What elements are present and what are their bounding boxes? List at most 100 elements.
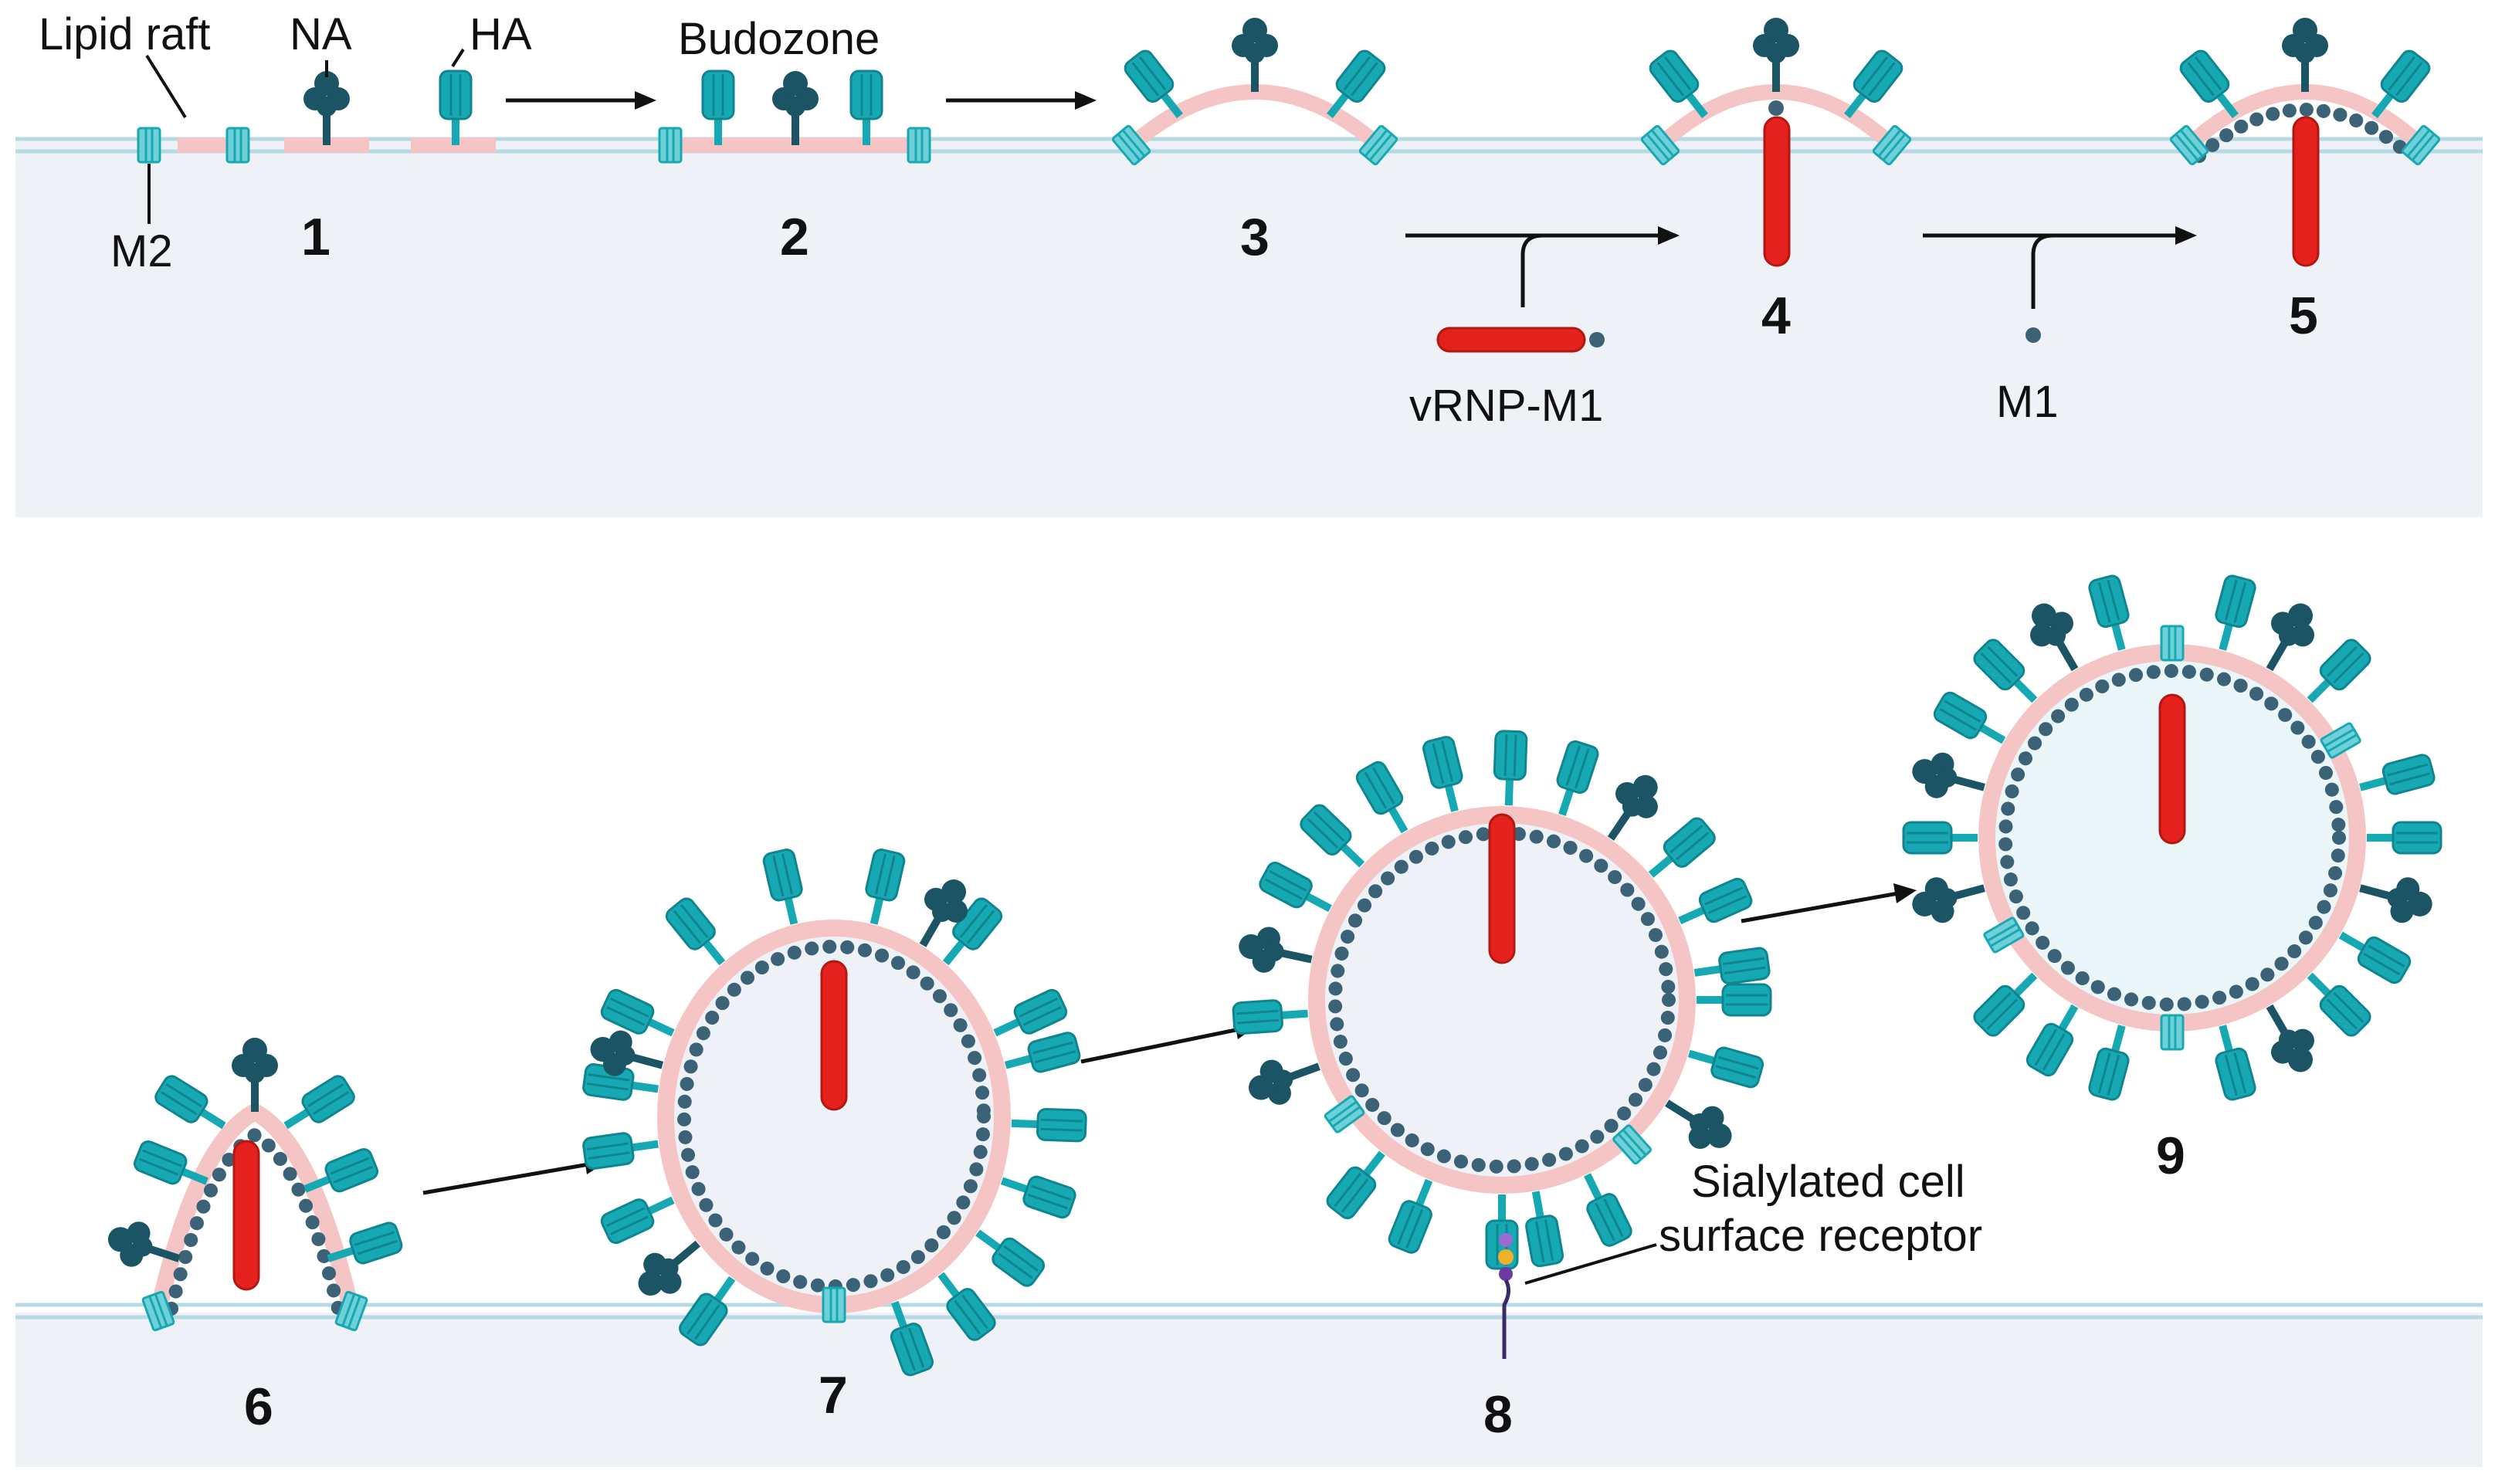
ha-spike	[2088, 574, 2137, 654]
ha-spike	[1641, 815, 1717, 886]
m2-label: M2	[110, 226, 173, 276]
vrnp-segment	[2158, 693, 2186, 845]
ha-spike	[1317, 48, 1388, 125]
ha-spike	[859, 849, 906, 928]
ha-spike	[1697, 984, 1771, 1015]
na-spike	[303, 71, 350, 145]
ha-spike	[1685, 1038, 1764, 1089]
m2-channel	[225, 127, 250, 164]
na-spike	[772, 71, 819, 145]
ha-spike	[1257, 860, 1337, 922]
step-4-number: 4	[1761, 286, 1791, 345]
ha-spike	[1673, 876, 1754, 935]
ha-spike	[2362, 48, 2432, 125]
vrnp-m1-label: vRNP-M1	[1409, 381, 1603, 431]
ha-spike	[1932, 690, 2012, 754]
step-3-number: 3	[1240, 208, 1270, 266]
m2-channel	[137, 127, 161, 164]
vrnp-segment	[820, 960, 848, 1111]
receptor-label-line2: surface receptor	[1659, 1211, 1982, 1261]
ha-spike	[2333, 922, 2412, 986]
ha-spike	[1693, 947, 1771, 988]
ha-spike	[663, 896, 734, 973]
ha-spike	[2208, 1022, 2256, 1101]
ha-spike	[2299, 637, 2373, 711]
m2-channel	[2160, 625, 2185, 662]
ha-label: HA	[470, 9, 532, 59]
arrow-8-to-9	[1741, 883, 1917, 923]
lipid-raft-leader-line	[145, 54, 187, 119]
ha-spike	[1232, 998, 1309, 1035]
step-2-number: 2	[780, 208, 809, 266]
receptor-label-line1: Sialylated cell	[1691, 1157, 1965, 1207]
ha-spike	[851, 71, 882, 145]
ha-spike	[582, 1129, 660, 1170]
step-6-number: 6	[244, 1377, 273, 1436]
arrow-4-to-5	[1923, 226, 2197, 343]
arrow-7-to-8	[1080, 1020, 1257, 1064]
ha-spike	[762, 849, 809, 928]
bottom-plasma-membrane	[15, 1303, 2483, 1320]
na-spike	[1232, 18, 1278, 92]
ha-spike	[703, 71, 734, 145]
ha-spike	[1520, 1189, 1564, 1267]
ha-spike	[1971, 637, 2046, 711]
ha-spike	[1122, 48, 1192, 125]
step-1-components	[137, 48, 496, 224]
step-7-budding-virion	[582, 849, 1086, 1377]
step-3-curved-budozone	[1110, 18, 1399, 167]
ha-spike	[1422, 736, 1470, 815]
ha-spike	[2367, 822, 2441, 853]
step-2-budozone	[658, 71, 931, 164]
ha-spike	[153, 1073, 232, 1139]
receptor-leader-line	[1524, 1243, 1657, 1285]
ha-leader-line	[451, 48, 465, 68]
ha-spike	[1298, 802, 1373, 876]
ha-spike	[440, 71, 471, 145]
ha-spike	[997, 1166, 1077, 1219]
ha-spike	[599, 1186, 680, 1245]
sialylated-receptor	[1498, 1233, 1514, 1359]
na-spike	[1242, 1045, 1327, 1113]
ha-spike	[1548, 740, 1600, 820]
m2-channel	[658, 127, 683, 164]
na-spike	[2282, 18, 2328, 92]
arrow-1-to-2	[506, 91, 656, 110]
m2-channel	[907, 127, 931, 164]
ha-spike	[968, 1220, 1046, 1289]
lipid-raft	[178, 137, 238, 153]
step-9-released-virion	[1903, 574, 2441, 1102]
ha-spike	[2208, 574, 2256, 654]
vrnp-segment	[1763, 116, 1791, 267]
m2-channel	[822, 1286, 846, 1323]
step-1-number: 1	[301, 208, 331, 266]
ha-spike	[2356, 754, 2436, 802]
vrnp-m1-complex	[1436, 327, 1605, 353]
na-spike	[1753, 18, 1799, 92]
budozone-label: Budozone	[678, 14, 880, 64]
ha-spike	[1493, 731, 1527, 806]
na-spike	[2354, 866, 2438, 930]
ha-spike	[1903, 822, 1978, 853]
m1-label: M1	[1996, 377, 2059, 427]
na-spike	[1907, 866, 1990, 930]
step-5-m1-layer	[2168, 18, 2442, 267]
ha-spike	[1002, 1032, 1081, 1080]
bottom-cytoplasm-panel	[15, 1313, 2483, 1467]
m1-dot	[1768, 100, 1784, 116]
ha-spike	[1647, 48, 1717, 125]
arrow-2-to-3	[946, 91, 1097, 110]
ha-spike	[2299, 964, 2373, 1038]
step-9-number: 9	[2156, 1127, 2185, 1185]
na-label: NA	[290, 9, 352, 59]
ha-spike	[1387, 1174, 1443, 1255]
arrow-3-to-4	[1405, 226, 1680, 307]
ha-spike	[1971, 964, 2046, 1038]
na-spike	[232, 1038, 278, 1112]
step-8-number: 8	[1483, 1385, 1513, 1444]
step-4-vrnp-recruited	[1639, 18, 1913, 267]
ha-spike	[1574, 1168, 1634, 1249]
step-5-number: 5	[2289, 286, 2318, 345]
